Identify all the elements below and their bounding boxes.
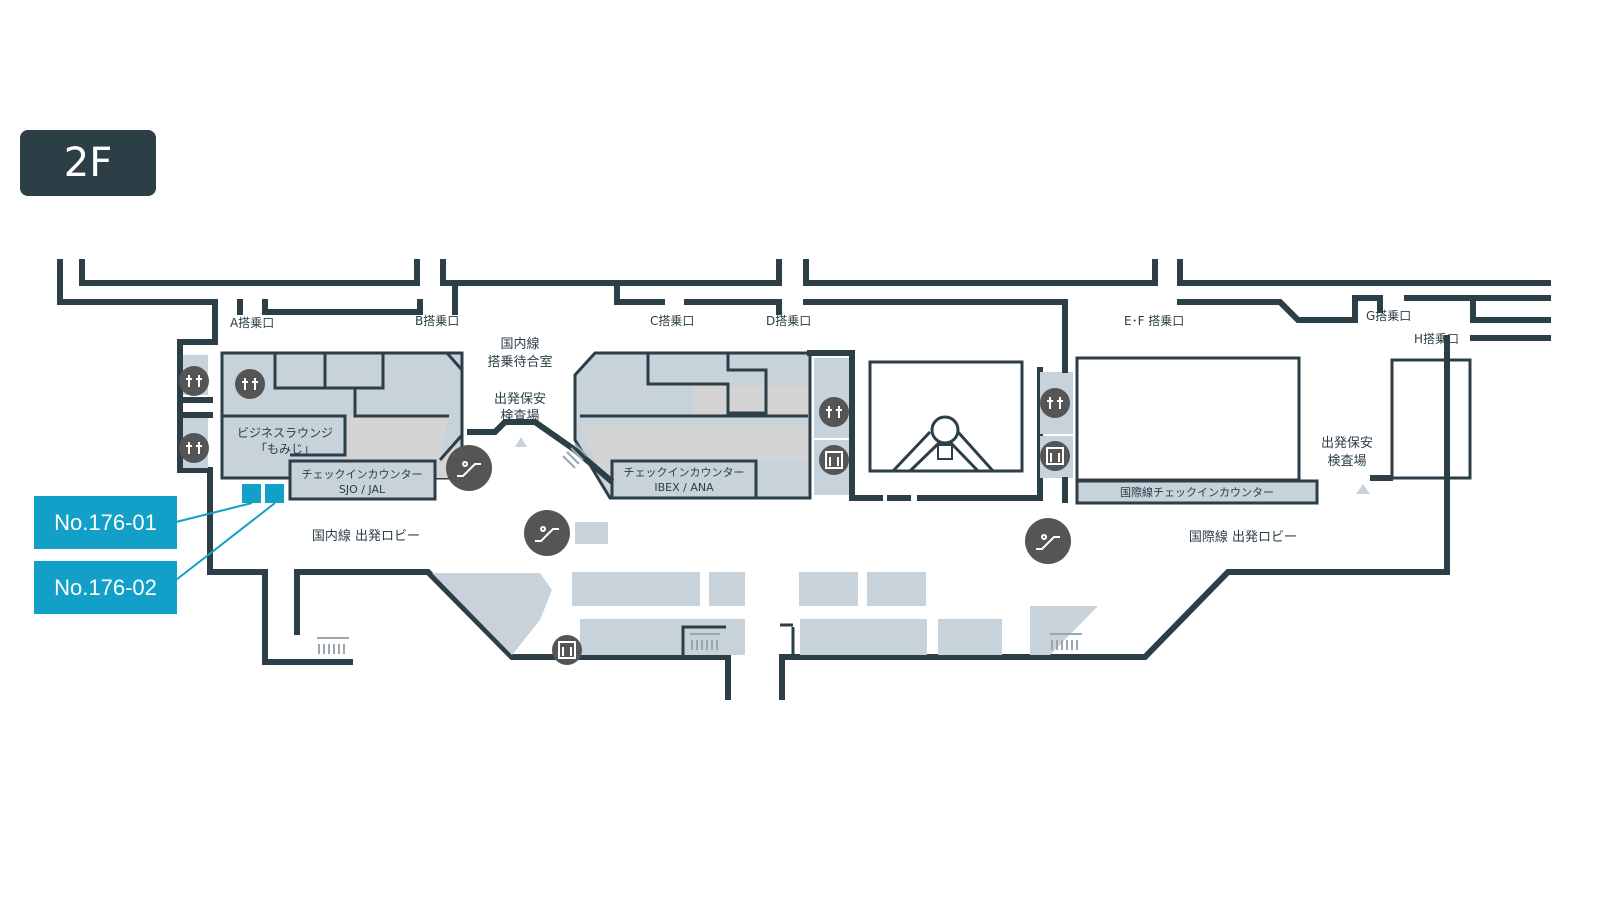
checkin-jal-line2: SJO / JAL [339,483,386,496]
checkin-ana-line1: チェックインカウンター [624,466,745,479]
restroom-icon [1040,388,1070,418]
domestic-lobby-label: 国内線 出発ロビー [312,528,420,544]
outer-walls [57,259,1551,700]
security-marker-icon [515,437,527,447]
domestic-waiting-line1: 国内線 [500,336,539,352]
gate-h-label: H搭乗口 [1414,332,1459,346]
escalator-icon [524,510,570,556]
kiosk-176-01-marker[interactable] [242,484,261,503]
central-atrium [868,360,1043,501]
gate-ef-label: E･F 搭乗口 [1124,314,1184,328]
checkin-intl-label: 国際線チェックインカウンター [1120,485,1274,499]
security-marker-icon [1356,484,1370,494]
checkin-ana-line2: IBEX / ANA [654,481,714,494]
domestic-waiting-line2: 搭乗待合室 [487,354,552,370]
security-east-line1: 出発保安 [1321,436,1373,451]
kiosk-176-01-leader [175,502,253,523]
west-block [183,351,464,501]
elevator-icon [552,635,582,665]
escalator-icon [446,445,492,491]
center-left-block [467,350,911,501]
lounge-line1: ビジネスラウンジ [237,426,333,440]
kiosk-tag-176-01[interactable]: No.176-01 [34,496,177,549]
restroom-icon [235,369,265,399]
security-east-line2: 検査場 [1327,454,1366,469]
restroom-icon [179,433,209,463]
east-block [1040,352,1472,505]
gate-a-label: A搭乗口 [230,316,274,330]
security-west-line2: 検査場 [500,409,539,424]
checkin-jal-line1: チェックインカウンター [302,468,423,481]
gate-g-label: G搭乗口 [1366,309,1411,323]
south-shops [432,522,1098,657]
gate-d-label: D搭乗口 [766,314,811,328]
kiosk-176-02-marker[interactable] [265,484,284,503]
kiosk-tag-176-02[interactable]: No.176-02 [34,561,177,614]
floor-label: 2F [20,130,156,196]
escalator-icon [1025,518,1071,564]
intl-lobby-label: 国際線 出発ロビー [1189,529,1297,545]
restroom-icon [819,397,849,427]
security-west-line1: 出発保安 [494,392,546,407]
elevator-icon [1040,441,1070,471]
stairs-icon [317,443,1082,654]
lounge-line2: 「もみじ」 [255,442,315,456]
restroom-icon [179,366,209,396]
elevator-icon [819,445,849,475]
gate-b-label: B搭乗口 [415,314,459,328]
kiosk-176-02-leader [175,502,276,581]
gate-c-label: C搭乗口 [650,314,694,328]
